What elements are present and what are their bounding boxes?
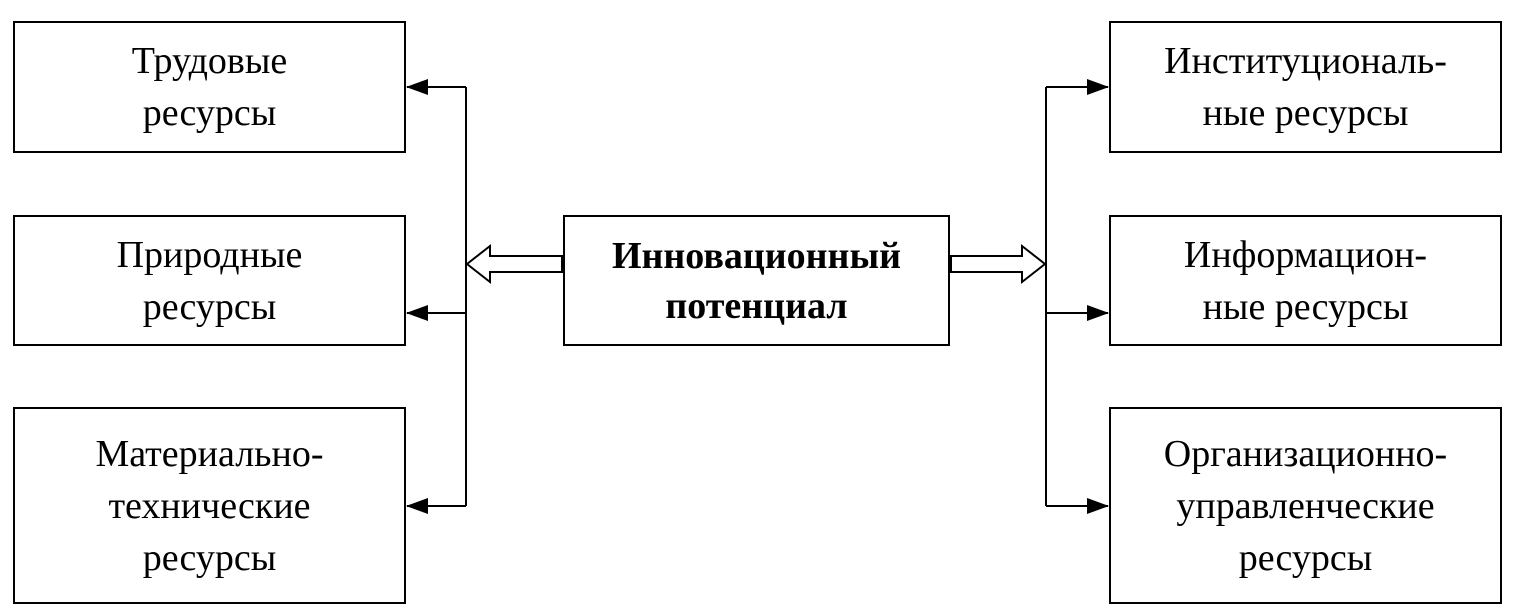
information-resources-line-2: ные ресурсы xyxy=(1202,285,1409,328)
material-technical-resources-line-1: Материально- xyxy=(95,432,324,475)
organizational-management-resources-line-1: Организационно- xyxy=(1163,432,1448,475)
natural-resources-line-2: ресурсы xyxy=(142,285,277,328)
material-technical-resources-line-2: технические xyxy=(108,484,311,527)
hollow-arrow-right xyxy=(950,243,1047,285)
institutional-resources-line-1: Институциональ- xyxy=(1164,40,1447,82)
material-technical-resources-line-3: ресурсы xyxy=(142,536,277,579)
innovation-potential-box: Инновационный потенциал xyxy=(563,215,950,346)
organizational-management-resources-line-3: ресурсы xyxy=(1238,536,1373,579)
labor-resources-line-1: Трудовые xyxy=(131,40,288,82)
material-technical-resources-box: Материально- технические ресурсы xyxy=(13,407,406,604)
institutional-resources-box: Институциональ- ные ресурсы xyxy=(1109,21,1502,153)
innovation-potential-line-1: Инновационный xyxy=(611,234,902,277)
information-resources-box: Информацион- ные ресурсы xyxy=(1109,215,1502,346)
natural-resources-line-1: Природные xyxy=(116,233,303,276)
natural-resources-box: Природные ресурсы xyxy=(13,215,406,346)
institutional-resources-line-2: ные ресурсы xyxy=(1202,92,1409,134)
information-resources-line-1: Информацион- xyxy=(1183,233,1428,276)
innovation-potential-line-2: потенциал xyxy=(665,284,848,327)
labor-resources-box: Трудовые ресурсы xyxy=(13,21,406,153)
organizational-management-resources-line-2: управленческие xyxy=(1176,484,1435,527)
labor-resources-line-2: ресурсы xyxy=(142,92,277,134)
organizational-management-resources-box: Организационно- управленческие ресурсы xyxy=(1109,407,1502,604)
hollow-arrow-left xyxy=(465,243,563,285)
